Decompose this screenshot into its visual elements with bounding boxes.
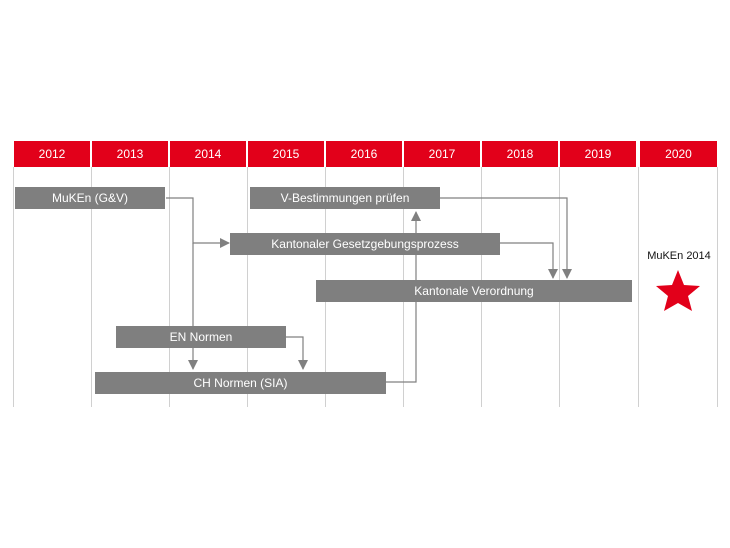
grid-line [169,167,170,407]
year-2020: 2020 [640,141,717,167]
bar-ch-normen-sia: CH Normen (SIA) [95,372,386,394]
milestone-label: MuKEn 2014 [647,250,711,262]
year-2014: 2014 [170,141,246,167]
star-icon [656,270,700,311]
arrow-en-to-ch [286,336,308,370]
year-2015: 2015 [248,141,324,167]
bar-en-normen: EN Normen [116,326,286,348]
grid-line [638,167,639,407]
year-2018: 2018 [482,141,558,167]
grid-line [13,167,14,407]
grid-line [247,167,248,407]
year-2016: 2016 [326,141,402,167]
arrow-prozess-to-verordnung [500,242,558,279]
grid-line [717,167,718,407]
year-2013: 2013 [92,141,168,167]
year-2012: 2012 [14,141,90,167]
arrow-muken-to-prozess [166,197,230,248]
grid-line [91,167,92,407]
bar-v-bestimmungen: V-Bestimmungen prüfen [250,187,440,209]
bar-kantonale-verordnung: Kantonale Verordnung [316,280,632,302]
year-2017: 2017 [404,141,480,167]
year-2019: 2019 [560,141,636,167]
bar-muken-gv: MuKEn (G&V) [15,187,165,209]
bar-kantonaler-gesetzgebungsprozess: Kantonaler Gesetzgebungsprozess [230,233,500,255]
